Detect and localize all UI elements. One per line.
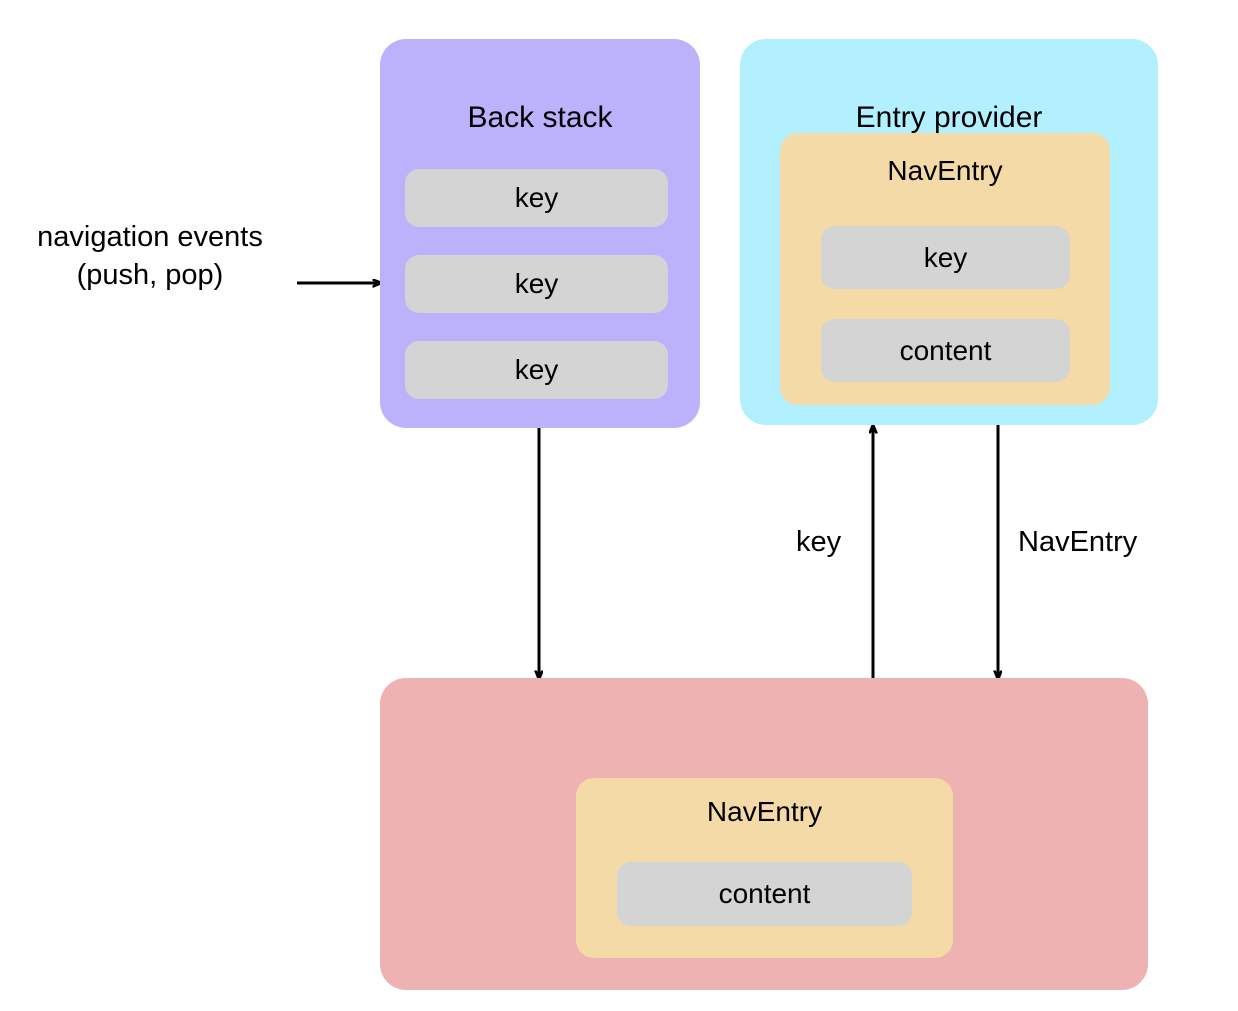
back-stack-key-chip[interactable]: key <box>405 255 668 313</box>
navigation-events-label: navigation events (push, pop) <box>37 221 263 292</box>
entry-provider-nav-entry-node[interactable]: NavEntry key content <box>780 133 1110 405</box>
edge-label-key: key <box>796 526 842 558</box>
edge-label-naventry: NavEntry <box>1018 526 1138 558</box>
back-stack-key-chip[interactable]: key <box>405 169 668 227</box>
nav-display-nav-entry-node[interactable]: NavEntry content <box>576 778 953 958</box>
nav-entry-key-chip[interactable]: key <box>821 226 1070 289</box>
nav-entry-title: NavEntry <box>887 155 1003 186</box>
entry-provider-title: Entry provider <box>855 101 1043 134</box>
back-stack-key-chip[interactable]: key <box>405 341 668 399</box>
back-stack-node[interactable]: Back stack key key key <box>380 39 700 428</box>
nav-entry-content-chip[interactable]: content <box>821 319 1070 382</box>
nav-entry-title: NavEntry <box>706 796 823 827</box>
nav-display-node[interactable]: NavDisplay (default configuration) NavEn… <box>380 678 1148 990</box>
back-stack-title: Back stack <box>467 101 613 134</box>
entry-provider-node[interactable]: Entry provider NavEntry key content <box>740 39 1158 425</box>
nav-entry-content-chip[interactable]: content <box>617 862 912 926</box>
